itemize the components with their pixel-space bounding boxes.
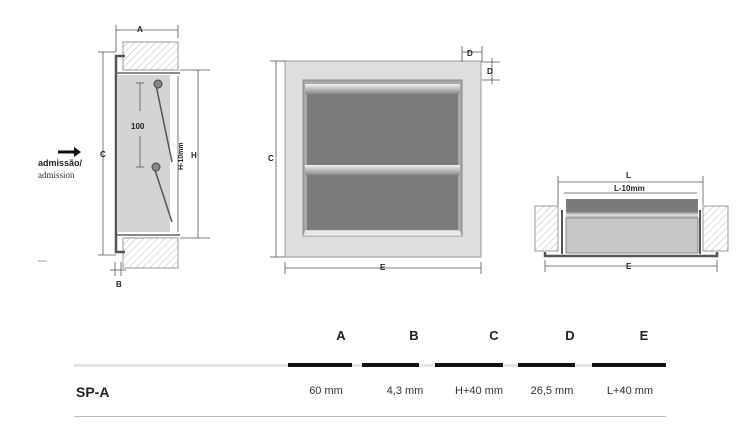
- dim-c-label: C: [100, 150, 106, 159]
- value-e: L+40 mm: [606, 385, 654, 397]
- side-view: 100 A C H H-10mm B: [38, 25, 210, 289]
- col-header-a: A: [336, 328, 346, 343]
- value-d: 26,5 mm: [530, 385, 574, 397]
- col-header-c: C: [489, 328, 499, 343]
- section-wall-left: [534, 205, 559, 252]
- section-view: L L-10mm E: [534, 171, 729, 272]
- wall-block-bottom: [122, 237, 179, 269]
- col-rule-d: [518, 363, 575, 367]
- dim-b-label: B: [116, 280, 122, 289]
- bottom-sill: [302, 229, 463, 237]
- section-dim-e-label: E: [626, 262, 632, 271]
- model-name: SP-A: [76, 384, 110, 400]
- table-rules: [74, 363, 666, 417]
- blade-upper: [155, 84, 173, 163]
- col-header-d: D: [565, 328, 575, 343]
- col-rule-a: [288, 363, 352, 367]
- value-b: 4,3 mm: [386, 385, 424, 397]
- intake-label-en: admission: [38, 170, 75, 180]
- dim-a-label: A: [137, 25, 143, 34]
- blade-middle: [305, 165, 460, 175]
- row-divider: [74, 416, 666, 417]
- grille-body: [118, 75, 170, 232]
- front-dim-d-top-label: D: [467, 49, 473, 58]
- col-header-b: B: [409, 328, 419, 343]
- blade-lower: [153, 166, 173, 223]
- col-rule-c: [435, 363, 503, 367]
- col-rule-e: [592, 363, 666, 367]
- front-dim-e-label: E: [380, 263, 386, 272]
- dim-h10-label: H-10mm: [178, 142, 185, 170]
- section-body: [565, 217, 699, 254]
- section-dim-l-label: L: [626, 171, 631, 180]
- dim-h-label: H: [191, 151, 197, 160]
- section-dim-l10-label: L-10mm: [614, 184, 645, 193]
- front-dim-c-label: C: [268, 154, 274, 163]
- section-blade: [566, 199, 698, 213]
- front-dim-d-side-label: D: [487, 67, 493, 76]
- front-view: C E D D: [268, 46, 500, 274]
- section-wall-right: [702, 205, 729, 252]
- value-c: H+40 mm: [455, 385, 503, 397]
- intake-label: admissão/: [38, 158, 83, 168]
- pivot-lower: [151, 162, 161, 172]
- blade-top: [305, 84, 460, 94]
- dim-100-label: 100: [131, 122, 145, 131]
- col-header-e: E: [639, 328, 649, 343]
- value-a: 60 mm: [309, 385, 343, 397]
- section-flange: [543, 252, 719, 258]
- col-rule-b: [362, 363, 419, 367]
- frame-flange: [114, 54, 125, 254]
- pivot-upper: [153, 79, 163, 89]
- wall-block-top: [122, 41, 179, 71]
